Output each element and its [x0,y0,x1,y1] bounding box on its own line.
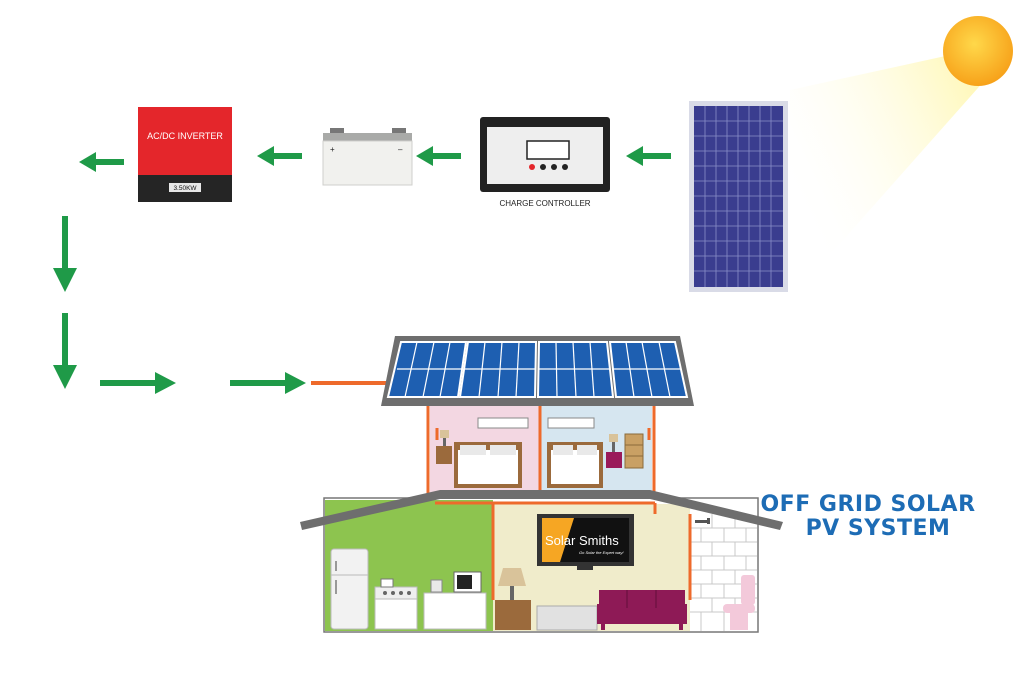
charge-controller-label: CHARGE CONTROLLER [499,199,590,208]
tv-brand-right: Smiths [579,533,619,548]
lower-roof [300,490,783,530]
shower-head-icon [695,520,709,523]
bedroom-left-furniture [436,417,529,488]
kettle-icon [430,579,443,593]
indicator-dot [540,164,546,170]
indicator-dot [551,164,557,170]
bathroom-fixtures [695,518,755,630]
bedroom-right-furniture [547,417,644,488]
inverter-label: AC/DC INVERTER [147,131,223,141]
roof-panel [536,341,615,398]
lamp-icon [498,568,526,586]
pot-icon [380,578,394,588]
living-room-furniture: Solar Smiths Go Solar the Expert way! [495,514,687,631]
toilet [741,575,755,605]
battery-plus-label: + [330,145,335,154]
arrow-left-icon [626,146,671,166]
battery-minus-label: – [398,145,403,154]
roof-panel [608,341,689,398]
arrow-right-icon [230,372,306,394]
tv-brand-left: Solar [545,533,576,548]
sun-beam [790,55,985,300]
solar-panel-grid [694,106,783,287]
diagram-title: OFF GRID SOLAR PV SYSTEM [760,492,975,541]
counter [423,592,487,630]
inverter: AC/DC INVERTER 3.50KW [138,107,232,202]
nightstand [606,452,622,468]
indicator-dot [562,164,568,170]
lamp-icon [609,434,618,442]
house-wiring [435,428,692,600]
nightstand [436,446,452,464]
indicator-red [529,164,535,170]
arrow-left-icon [257,146,302,166]
arrow-down-icon [53,313,77,389]
arrow-left-icon [79,152,124,172]
roof-panel [386,341,468,398]
sofa [597,590,687,630]
title-line-2: PV SYSTEM [806,516,951,541]
arrow-right-icon [100,372,176,394]
air-conditioner [477,417,529,429]
house: Solar Smiths Go Solar the Expert way! [300,336,783,633]
roof-solar-panels [386,341,689,398]
roof-panel [458,341,538,398]
lamp-icon [440,430,449,438]
arrow-down-icon [53,216,77,292]
tv-cabinet [536,605,598,631]
side-table [495,600,531,630]
dresser [624,433,644,469]
battery: + – [322,128,413,186]
television: Solar Smiths Go Solar the Expert way! [537,514,634,570]
arrow-left-icon [416,146,461,166]
solar-panel [689,101,788,292]
tv-tagline: Go Solar the Expert way! [579,550,624,555]
kitchen-appliances [330,548,487,630]
title-line-1: OFF GRID SOLAR [760,492,975,517]
air-conditioner [547,417,595,429]
flow-arrows [53,146,671,394]
charge-controller-display [526,140,570,160]
refrigerator [330,548,369,630]
sun [790,16,1013,300]
sun-icon [943,16,1013,86]
inverter-rating-plate [169,183,201,192]
charge-controller: CHARGE CONTROLLER [480,117,610,208]
inverter-rating: 3.50KW [173,185,197,192]
